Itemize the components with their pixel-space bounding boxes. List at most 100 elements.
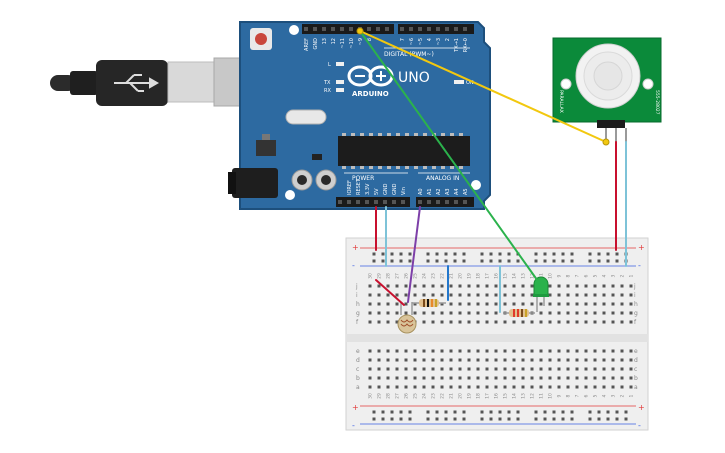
terminal-hole[interactable] (512, 367, 516, 371)
terminal-hole[interactable] (566, 349, 570, 353)
terminal-hole[interactable] (458, 320, 462, 324)
terminal-hole[interactable] (386, 349, 390, 353)
terminal-hole[interactable] (440, 376, 444, 380)
terminal-hole[interactable] (368, 376, 372, 380)
rail-hole[interactable] (615, 259, 619, 263)
rail-hole[interactable] (381, 259, 385, 263)
rail-hole[interactable] (390, 259, 394, 263)
terminal-hole[interactable] (512, 293, 516, 297)
terminal-hole[interactable] (584, 284, 588, 288)
rail-hole[interactable] (597, 252, 601, 256)
terminal-hole[interactable] (620, 358, 624, 362)
terminal-hole[interactable] (575, 311, 579, 315)
terminal-hole[interactable] (620, 293, 624, 297)
terminal-hole[interactable] (620, 349, 624, 353)
terminal-hole[interactable] (494, 349, 498, 353)
terminal-hole[interactable] (404, 349, 408, 353)
terminal-hole[interactable] (503, 358, 507, 362)
terminal-hole[interactable] (602, 284, 606, 288)
rail-hole[interactable] (516, 417, 520, 421)
rail-hole[interactable] (426, 252, 430, 256)
rail-hole[interactable] (462, 410, 466, 414)
header-pin-hole[interactable] (338, 200, 342, 204)
terminal-hole[interactable] (449, 320, 453, 324)
rail-hole[interactable] (381, 410, 385, 414)
rail-hole[interactable] (372, 417, 376, 421)
terminal-hole[interactable] (485, 293, 489, 297)
reset-button[interactable] (255, 33, 267, 45)
header-pin-hole[interactable] (374, 200, 378, 204)
terminal-hole[interactable] (431, 284, 435, 288)
terminal-hole[interactable] (485, 376, 489, 380)
rail-hole[interactable] (399, 410, 403, 414)
rail-hole[interactable] (498, 417, 502, 421)
terminal-hole[interactable] (548, 284, 552, 288)
terminal-hole[interactable] (449, 311, 453, 315)
terminal-hole[interactable] (485, 302, 489, 306)
terminal-hole[interactable] (503, 302, 507, 306)
terminal-hole[interactable] (431, 358, 435, 362)
terminal-hole[interactable] (602, 367, 606, 371)
terminal-hole[interactable] (413, 293, 417, 297)
terminal-hole[interactable] (575, 367, 579, 371)
terminal-hole[interactable] (467, 320, 471, 324)
terminal-hole[interactable] (485, 320, 489, 324)
terminal-hole[interactable] (539, 302, 543, 306)
rail-hole[interactable] (552, 410, 556, 414)
header-pin-hole[interactable] (445, 200, 449, 204)
terminal-hole[interactable] (440, 302, 444, 306)
terminal-hole[interactable] (431, 311, 435, 315)
rail-hole[interactable] (462, 417, 466, 421)
terminal-hole[interactable] (404, 385, 408, 389)
terminal-hole[interactable] (413, 385, 417, 389)
rail-hole[interactable] (624, 410, 628, 414)
rail-hole[interactable] (381, 252, 385, 256)
terminal-hole[interactable] (629, 320, 633, 324)
rail-hole[interactable] (534, 410, 538, 414)
terminal-hole[interactable] (494, 385, 498, 389)
terminal-hole[interactable] (602, 302, 606, 306)
terminal-hole[interactable] (476, 293, 480, 297)
terminal-hole[interactable] (620, 284, 624, 288)
terminal-hole[interactable] (530, 358, 534, 362)
terminal-hole[interactable] (530, 302, 534, 306)
terminal-hole[interactable] (386, 358, 390, 362)
terminal-hole[interactable] (566, 358, 570, 362)
terminal-hole[interactable] (512, 385, 516, 389)
terminal-hole[interactable] (512, 358, 516, 362)
terminal-hole[interactable] (575, 293, 579, 297)
rail-hole[interactable] (408, 252, 412, 256)
terminal-hole[interactable] (602, 349, 606, 353)
terminal-hole[interactable] (458, 376, 462, 380)
terminal-hole[interactable] (530, 284, 534, 288)
terminal-hole[interactable] (458, 293, 462, 297)
terminal-hole[interactable] (566, 293, 570, 297)
terminal-hole[interactable] (521, 376, 525, 380)
terminal-hole[interactable] (458, 385, 462, 389)
terminal-hole[interactable] (386, 302, 390, 306)
terminal-hole[interactable] (503, 385, 507, 389)
header-pin-hole[interactable] (427, 27, 431, 31)
terminal-hole[interactable] (629, 376, 633, 380)
rail-hole[interactable] (534, 417, 538, 421)
rail-hole[interactable] (597, 259, 601, 263)
rail-hole[interactable] (489, 417, 493, 421)
terminal-hole[interactable] (440, 284, 444, 288)
rail-hole[interactable] (489, 252, 493, 256)
terminal-hole[interactable] (584, 385, 588, 389)
terminal-hole[interactable] (584, 293, 588, 297)
header-pin-hole[interactable] (436, 200, 440, 204)
terminal-hole[interactable] (584, 349, 588, 353)
terminal-hole[interactable] (611, 358, 615, 362)
terminal-hole[interactable] (557, 349, 561, 353)
rail-hole[interactable] (399, 417, 403, 421)
terminal-hole[interactable] (602, 358, 606, 362)
terminal-hole[interactable] (521, 284, 525, 288)
terminal-hole[interactable] (422, 320, 426, 324)
terminal-hole[interactable] (431, 293, 435, 297)
header-pin-hole[interactable] (304, 27, 308, 31)
terminal-hole[interactable] (548, 311, 552, 315)
rail-hole[interactable] (498, 252, 502, 256)
terminal-hole[interactable] (503, 284, 507, 288)
terminal-hole[interactable] (476, 367, 480, 371)
